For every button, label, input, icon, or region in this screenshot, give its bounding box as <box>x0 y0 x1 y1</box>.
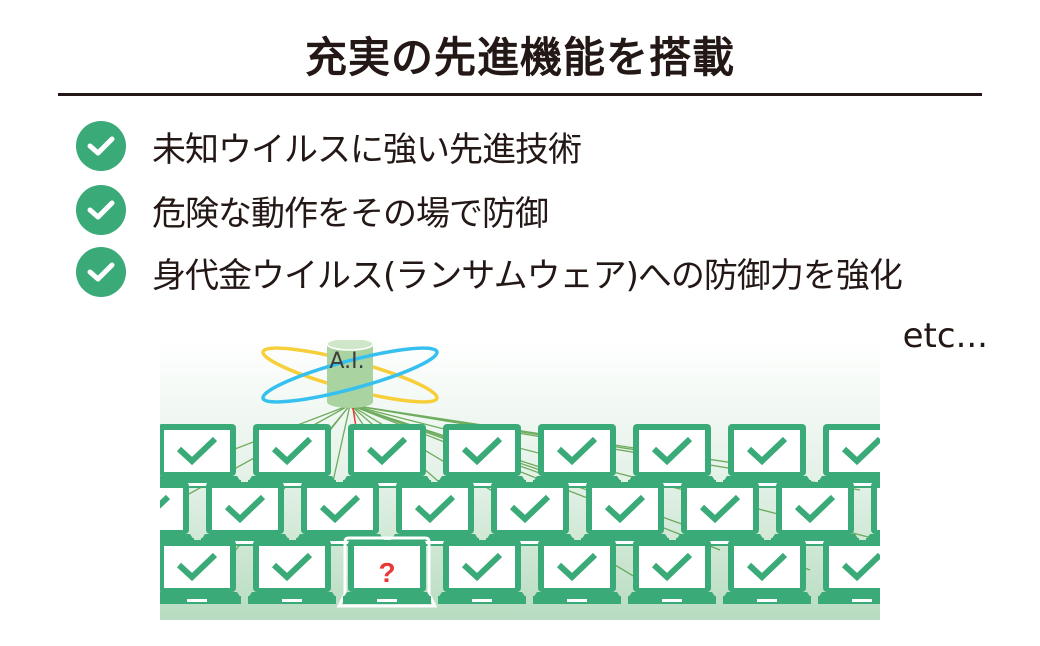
check-circle-icon <box>76 247 126 297</box>
question-mark-icon: ? <box>378 557 395 588</box>
page-title: 充実の先進機能を搭載 <box>304 33 735 82</box>
unknown-laptop <box>336 536 438 608</box>
laptop-row-1 <box>160 424 880 488</box>
laptop-row-2 <box>160 482 880 546</box>
feature-label: 身代金ウイルス(ランサムウェア)への防御力を強化 <box>152 255 903 296</box>
feature-item: 身代金ウイルス(ランサムウェア)への防御力を強化 <box>76 246 903 298</box>
etc-text: etc... <box>902 316 988 356</box>
check-circle-icon <box>76 185 126 235</box>
feature-item: 未知ウイルスに強い先進技術 <box>76 120 582 172</box>
feature-label: 危険な動作をその場で防御 <box>152 193 549 234</box>
title-divider <box>58 93 982 96</box>
ai-database-icon <box>261 340 439 408</box>
ai-network-illustration: ? A.I. <box>160 340 880 620</box>
check-circle-icon <box>76 121 126 171</box>
feature-label: 未知ウイルスに強い先進技術 <box>152 129 582 170</box>
ai-label: A.I. <box>329 349 365 374</box>
laptop-row-3 <box>160 536 880 608</box>
network-lines: ? <box>160 340 880 608</box>
feature-item: 危険な動作をその場で防御 <box>76 184 549 236</box>
